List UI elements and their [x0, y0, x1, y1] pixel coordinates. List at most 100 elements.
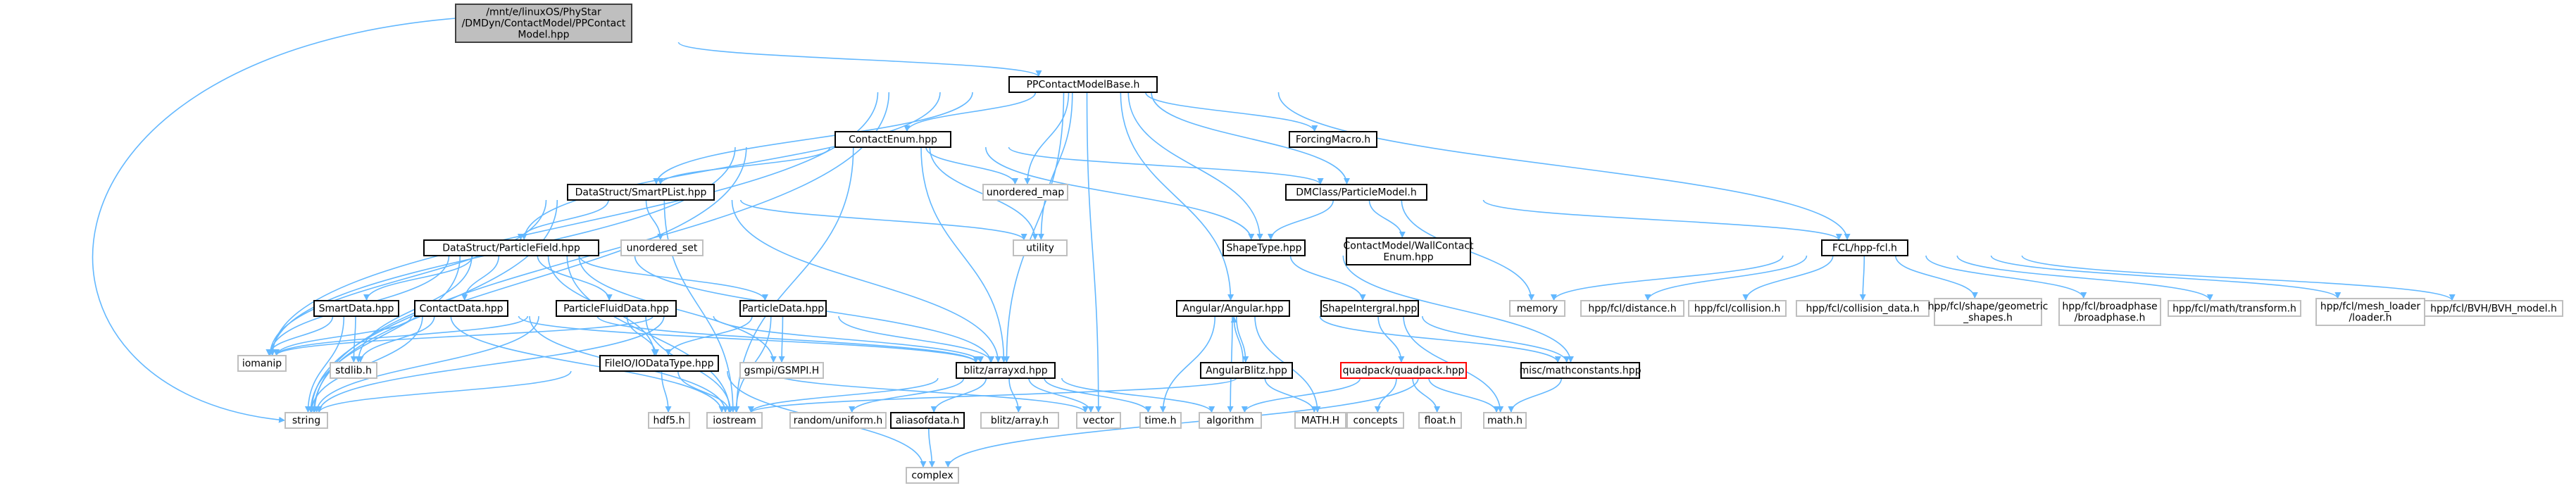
- node-hppfcl[interactable]: FCL/hpp-fcl.h: [1821, 239, 1908, 256]
- node-smartdata[interactable]: SmartData.hpp: [313, 300, 399, 317]
- edge-smartplist-to-utility: [740, 199, 1027, 241]
- node-aliasofdata[interactable]: aliasofdata.h: [890, 412, 965, 429]
- node-angularblitz[interactable]: AngularBlitz.hpp: [1200, 362, 1293, 379]
- node-box: [455, 4, 632, 43]
- node-ppbase[interactable]: PPContactModelBase.h: [1008, 76, 1158, 93]
- node-particlemodel[interactable]: DMClass/ParticleModel.h: [1285, 184, 1427, 201]
- node-iostream: iostream: [706, 412, 763, 429]
- node-box: [1509, 300, 1565, 317]
- node-box: [2168, 300, 2301, 317]
- node-fcl_transform: hpp/fcl/math/transform.h: [2168, 300, 2301, 317]
- node-unordered_set: unordered_set: [620, 239, 704, 256]
- edge-ppbase-to-vector: [1086, 92, 1102, 413]
- node-algorithm: algorithm: [1199, 412, 1262, 429]
- edge-particlefield-to-contactdata: [461, 255, 500, 301]
- node-gsmpi: gsmpi/GSMPI.H: [739, 362, 824, 379]
- node-fcl_distance: hpp/fcl/distance.h: [1580, 300, 1684, 317]
- node-fcl_mesh_loader: hpp/fcl/mesh_loader/loader.h: [2315, 298, 2425, 326]
- node-contactenum[interactable]: ContactEnum.hpp: [834, 131, 951, 148]
- node-box: [1076, 412, 1121, 429]
- edge-fileio-to-string: [315, 370, 572, 413]
- node-box: [1821, 239, 1908, 256]
- node-label: /DMDyn/ContactModel/PPContact: [462, 18, 626, 30]
- node-label: hpp/fcl/broadphase: [2062, 301, 2157, 313]
- node-label: /mnt/e/linuxOS/PhyStar: [486, 7, 601, 18]
- node-label: ShapeType.hpp: [1226, 243, 1301, 254]
- node-label: complex: [911, 470, 953, 482]
- edge-smartdata-to-iomanip: [265, 315, 334, 356]
- node-layer: /mnt/e/linuxOS/PhyStar/DMDyn/ContactMode…: [237, 4, 2563, 484]
- edge-hppfcl-to-fcl_bvh: [2021, 255, 2456, 301]
- edge-particledata-to-fileio: [665, 315, 753, 356]
- edge-smartplist-to-blitz: [731, 199, 1001, 363]
- edge-blitz-to-blitz_array: [1008, 377, 1022, 413]
- edge-particlemodel-to-hppfcl: [1482, 199, 1842, 241]
- node-box: [1294, 412, 1346, 429]
- node-stdlib: stdlib.h: [330, 362, 377, 379]
- node-shapeintergral[interactable]: ShapeIntergral.hpp: [1320, 300, 1419, 317]
- node-string: string: [285, 412, 328, 429]
- node-fileio[interactable]: FileIO/IODataType.hpp: [599, 355, 719, 372]
- edge-root-to-ppbase: [677, 42, 1042, 77]
- node-label: /broadphase.h: [2075, 313, 2146, 324]
- node-box: [556, 300, 677, 317]
- edge-particledata-to-blitz: [838, 315, 995, 363]
- node-particledata[interactable]: ParticleData.hpp: [739, 300, 827, 317]
- edge-contactenum-to-smartplist: [657, 146, 831, 185]
- node-box: [1340, 362, 1467, 379]
- node-contactdata[interactable]: ContactData.hpp: [414, 300, 508, 317]
- node-particlefluiddata[interactable]: ParticleFluidData.hpp: [556, 300, 677, 317]
- node-label: concepts: [1353, 415, 1397, 427]
- node-box: [1483, 412, 1527, 429]
- node-label: utility: [1026, 243, 1054, 254]
- node-shapetype[interactable]: ShapeType.hpp: [1223, 239, 1306, 256]
- node-box: [982, 184, 1068, 201]
- node-box: [1008, 76, 1158, 93]
- edge-particlefluiddata-to-blitz: [713, 315, 984, 363]
- node-float: float.h: [1418, 412, 1462, 429]
- node-label: memory: [1517, 304, 1558, 315]
- node-label: time.h: [1145, 415, 1177, 427]
- node-box: [1199, 412, 1262, 429]
- node-forcingmacro[interactable]: ForcingMacro.h: [1289, 131, 1377, 148]
- node-blitz[interactable]: blitz/arrayxd.hpp: [956, 362, 1056, 379]
- node-label: FCL/hpp-fcl.h: [1832, 243, 1897, 254]
- edge-ppbase-to-blitz: [1003, 92, 1065, 363]
- node-label: hpp/fcl/BVH/BVH_model.h: [2430, 304, 2557, 315]
- edge-root-to-string: [92, 18, 456, 423]
- edge-ppbase-to-angular: [1120, 92, 1234, 301]
- node-box: [1580, 300, 1684, 317]
- node-quadpack[interactable]: quadpack/quadpack.hpp: [1340, 362, 1467, 379]
- node-label: hpp/fcl/math/transform.h: [2172, 304, 2296, 315]
- edge-angularblitz-to-mathH: [1264, 377, 1318, 413]
- node-label: iomanip: [242, 358, 282, 370]
- node-label: ContactData.hpp: [420, 304, 504, 315]
- edge-hppfcl-to-fcl_transform: [1956, 255, 2213, 301]
- edge-hppfcl-to-fcl_collision: [1742, 255, 1834, 301]
- node-angular[interactable]: Angular/Angular.hpp: [1176, 300, 1290, 317]
- node-mathconstants[interactable]: misc/mathconstants.hpp: [1519, 362, 1642, 379]
- node-unordered_map: unordered_map: [982, 184, 1068, 201]
- node-box: [2424, 300, 2563, 317]
- node-label: hpp/fcl/collision.h: [1694, 304, 1780, 315]
- node-box: [648, 412, 690, 429]
- edge-hppfcl-to-fcl_geometric: [1895, 255, 1978, 299]
- node-label: ForcingMacro.h: [1296, 134, 1370, 146]
- node-box: [2058, 298, 2161, 326]
- node-label: DataStruct/ParticleField.hpp: [442, 243, 580, 254]
- edge-contactenum-to-particlemodel: [1008, 146, 1324, 185]
- edge-ppbase-to-particlemodel: [1151, 92, 1350, 185]
- node-particlefield[interactable]: DataStruct/ParticleField.hpp: [423, 239, 599, 256]
- node-label: blitz/array.h: [991, 415, 1049, 427]
- edge-ppbase-to-shapetype: [1127, 92, 1263, 241]
- node-box: [956, 362, 1056, 379]
- node-smartplist[interactable]: DataStruct/SmartPList.hpp: [567, 184, 715, 201]
- node-box: [237, 355, 287, 372]
- node-box: [1285, 184, 1427, 201]
- edge-ppbase-to-particlefield: [520, 92, 941, 241]
- edge-contactdata-to-blitz: [596, 315, 980, 363]
- node-box: [620, 239, 704, 256]
- node-box: [1934, 298, 2042, 326]
- node-label: string: [292, 415, 320, 427]
